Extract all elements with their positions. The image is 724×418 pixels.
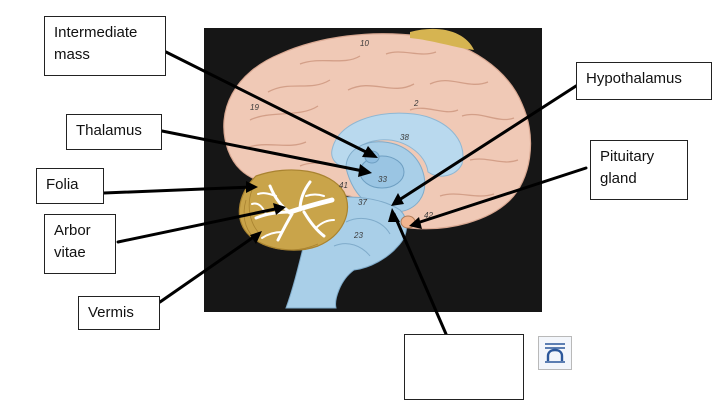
leader-line-vermis — [158, 232, 260, 304]
label-hypothalamus[interactable]: Hypothalamus — [576, 62, 712, 100]
pons-fold — [345, 218, 391, 235]
layout-options-glyph — [545, 343, 565, 363]
label-pituitary-gland-text: Pituitary gland — [600, 148, 655, 187]
model-number-23: 23 — [353, 231, 363, 240]
model-number-37: 37 — [358, 198, 367, 207]
leader-line-arbor-vitae — [116, 206, 282, 244]
medulla-fold — [333, 243, 371, 257]
arbor-vitae-tree — [251, 180, 335, 242]
leader-lines — [102, 50, 588, 336]
label-arbor-vitae-text: Arbor vitae — [54, 222, 91, 261]
leader-line-folia — [102, 185, 254, 195]
arrowhead-arbor-vitae — [273, 203, 286, 215]
label-thalamus-text: Thalamus — [76, 122, 142, 139]
leader-line-thalamus — [160, 129, 370, 174]
label-vermis-text: Vermis — [88, 304, 134, 321]
label-pituitary-gland[interactable]: Pituitary gland — [590, 140, 688, 200]
label-vermis[interactable]: Vermis — [78, 296, 160, 330]
leader-line-pituitary — [412, 166, 588, 226]
arrowhead-thalamus — [358, 164, 372, 177]
label-intermediate-mass-text: Intermediate mass — [54, 24, 138, 63]
leader-line-hypothalamus — [394, 84, 578, 204]
label-blank-answer-box[interactable] — [404, 334, 524, 400]
label-hypothalamus-text: Hypothalamus — [586, 70, 682, 87]
label-thalamus[interactable]: Thalamus — [66, 114, 162, 150]
layout-options-icon[interactable] — [538, 336, 572, 370]
leader-line-blank — [392, 212, 448, 336]
model-number-38: 38 — [400, 133, 409, 142]
arrowheads — [246, 146, 422, 244]
model-number-42: 42 — [424, 211, 433, 220]
arrowhead-intermediate-mass — [362, 146, 378, 158]
model-number-2: 2 — [413, 99, 419, 108]
model-number-10: 10 — [360, 39, 369, 48]
model-number-33: 33 — [378, 175, 387, 184]
label-folia-text: Folia — [46, 176, 79, 193]
arrowhead-blank — [388, 208, 400, 222]
frontal-lobe-yellow — [410, 28, 474, 50]
label-folia[interactable]: Folia — [36, 168, 104, 204]
leader-line-intermediate-mass — [164, 50, 376, 158]
model-number-19: 19 — [250, 103, 259, 112]
arrowhead-folia — [246, 181, 258, 193]
arrowhead-vermis — [250, 231, 262, 244]
model-number-41: 41 — [339, 181, 348, 190]
model-numbers: 10 19 38 33 41 37 23 2 42 — [250, 39, 433, 240]
label-arbor-vitae[interactable]: Arbor vitae — [44, 214, 116, 274]
arrowhead-hypothalamus — [391, 193, 404, 206]
label-intermediate-mass[interactable]: Intermediate mass — [44, 16, 166, 76]
arrowhead-pituitary — [409, 217, 422, 229]
